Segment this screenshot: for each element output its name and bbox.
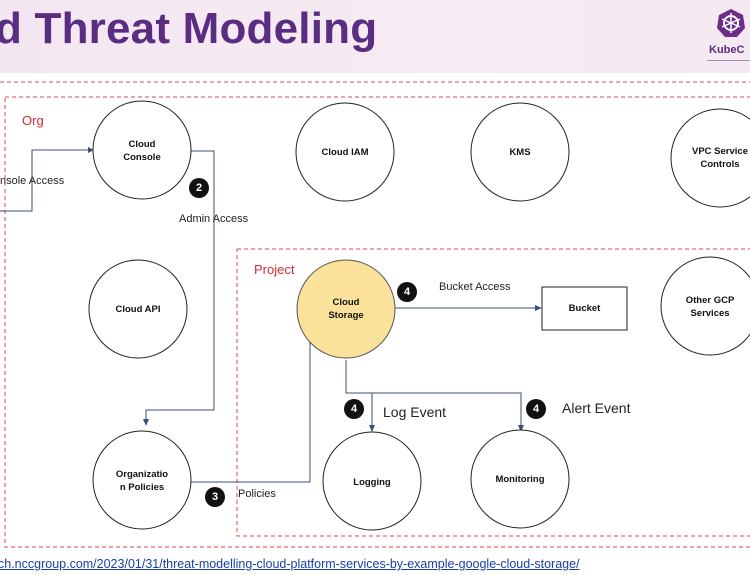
kms-label: KMS — [509, 146, 531, 158]
badge-admin-access: 2 — [189, 178, 209, 198]
source-link[interactable]: ch.nccgroup.com/2023/01/31/threat-modell… — [0, 557, 580, 571]
cloud-storage-line-1: Cloud — [332, 297, 360, 308]
other-gcp-label: Other GCP Services — [665, 292, 750, 322]
cloud-storage-label: Cloud Storage — [306, 294, 386, 324]
log-event-connector — [345, 360, 373, 430]
brand-name: KubeC — [709, 44, 745, 56]
brand-divider — [707, 60, 750, 61]
admin-access-connector — [145, 150, 215, 424]
console-access-connector — [0, 149, 94, 212]
badge-alert-event: 4 — [526, 399, 546, 419]
cloud-console-label: Cloud Console — [104, 136, 180, 166]
cloud-storage-node — [296, 259, 396, 359]
cloud-console-line-1: Cloud — [128, 139, 156, 150]
vpc-service-controls-node — [670, 108, 750, 208]
org-policies-line-2: n Policies — [119, 482, 165, 493]
policies-label: Policies — [238, 488, 276, 500]
logging-label: Logging — [353, 476, 391, 488]
org-policies-line-1: Organizatio — [115, 469, 169, 480]
cloud-api-label: Cloud API — [115, 303, 161, 315]
cloud-console-line-2: Console — [123, 152, 161, 163]
vpc-label: VPC Service Controls — [665, 143, 750, 173]
kubecon-logo-icon — [717, 9, 745, 37]
log-event-label: Log Event — [383, 404, 447, 420]
logging-node — [322, 431, 422, 531]
admin-access-label: Admin Access — [179, 213, 249, 225]
org-policies-label: Organizatio n Policies — [102, 466, 182, 496]
other-gcp-line-2: Services — [690, 308, 730, 319]
cloud-console-node — [92, 100, 192, 200]
console-access-label: nsole Access — [0, 175, 65, 187]
org-zone-label: Org — [22, 113, 44, 128]
vpc-line-2: Controls — [700, 159, 740, 170]
cloud-storage-line-2: Storage — [328, 310, 364, 321]
badge-bucket-access: 4 — [397, 282, 417, 302]
kms-node — [470, 102, 570, 202]
project-zone-label: Project — [254, 262, 295, 277]
other-gcp-line-1: Other GCP — [685, 295, 735, 306]
monitoring-label: Monitoring — [495, 473, 545, 485]
bucket-node — [541, 286, 628, 331]
slide-header: d Threat Modeling KubeC — [0, 0, 750, 73]
organization-policies-node — [92, 430, 192, 530]
org-zone — [4, 96, 750, 548]
vpc-line-1: VPC Service — [692, 146, 748, 157]
alert-event-label: Alert Event — [562, 400, 631, 416]
badge-policies: 3 — [205, 487, 225, 507]
policies-connector — [190, 328, 311, 483]
cloud-iam-node — [295, 102, 395, 202]
alert-event-connector — [372, 392, 522, 430]
bucket-access-label: Bucket Access — [439, 281, 511, 293]
project-zone — [236, 248, 750, 537]
other-gcp-services-node — [660, 256, 750, 356]
badge-log-event: 4 — [344, 399, 364, 419]
bucket-label: Bucket — [568, 302, 601, 314]
monitoring-node — [470, 429, 570, 529]
cloud-iam-label: Cloud IAM — [321, 146, 369, 158]
slide-title: d Threat Modeling — [0, 4, 378, 53]
cloud-api-node — [88, 259, 188, 359]
